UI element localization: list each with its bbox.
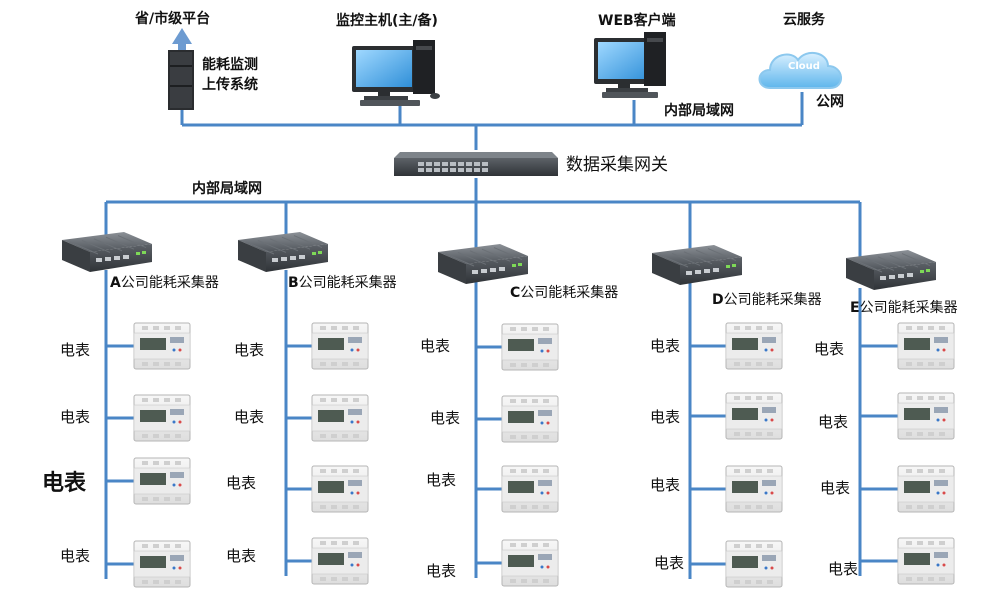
lan-main-label: 内部局域网 xyxy=(192,181,262,197)
cloud-icon xyxy=(758,51,842,89)
collector-device-icon xyxy=(652,245,742,285)
monitor-host-label: 监控主机(主/备) xyxy=(336,13,438,29)
collector-text: 公司能耗采集器 xyxy=(723,292,822,308)
web-client-computer-icon xyxy=(594,32,666,98)
collector-prefix: A xyxy=(110,275,121,291)
meter-label: 电表 xyxy=(226,474,257,492)
meter-label: 电表 xyxy=(820,479,851,497)
electric-meter-icon xyxy=(897,322,955,370)
meter-label: 电表 xyxy=(234,408,265,426)
meter-label: 电表 xyxy=(650,408,681,426)
collector-device-icon xyxy=(62,232,152,272)
collector-label-b: B公司能耗采集器 xyxy=(288,276,397,290)
electric-meter-icon xyxy=(133,394,191,442)
meter-label: 电表 xyxy=(426,562,457,580)
collector-device-icon xyxy=(438,244,528,284)
collector-column-b xyxy=(238,232,369,585)
electric-meter-icon xyxy=(897,465,955,513)
meter-label: 电表 xyxy=(234,341,265,359)
collector-device-icon xyxy=(846,250,936,290)
electric-meter-icon xyxy=(133,540,191,588)
cloud-service-label: 云服务 xyxy=(783,12,825,28)
electric-meter-icon xyxy=(133,322,191,370)
meter-label: 电表 xyxy=(60,547,91,565)
meter-label: 电表 xyxy=(60,408,91,426)
electric-meter-icon xyxy=(501,539,559,587)
meter-label: 电表 xyxy=(430,409,461,427)
lan-top-label: 内部局域网 xyxy=(664,103,734,119)
electric-meter-icon xyxy=(311,465,369,513)
electric-meter-icon xyxy=(311,537,369,585)
collector-column-c xyxy=(438,244,559,587)
web-client-label: WEB客户端 xyxy=(598,13,676,29)
collector-label-e: E公司能耗采集器 xyxy=(850,301,958,315)
collector-text: 公司能耗采集器 xyxy=(520,285,619,301)
electric-meter-icon xyxy=(311,394,369,442)
meter-label: 电表 xyxy=(42,471,87,496)
collector-column-e xyxy=(846,250,955,585)
electric-meter-icon xyxy=(897,537,955,585)
electric-meter-icon xyxy=(725,465,783,513)
upload-system-label-line2: 上传系统 xyxy=(202,77,258,93)
collector-label-a: A公司能耗采集器 xyxy=(110,276,219,290)
electric-meter-icon xyxy=(311,322,369,370)
meter-label: 电表 xyxy=(426,471,457,489)
meter-label: 电表 xyxy=(420,337,451,355)
collector-text: 公司能耗采集器 xyxy=(120,275,219,291)
electric-meter-icon xyxy=(725,392,783,440)
electric-meter-icon xyxy=(501,323,559,371)
collector-column-d xyxy=(652,245,783,588)
provincial-platform-label: 省/市级平台 xyxy=(135,11,211,27)
meter-label: 电表 xyxy=(818,413,849,431)
electric-meter-icon xyxy=(897,392,955,440)
collector-column-a xyxy=(62,232,191,588)
electric-meter-icon xyxy=(133,457,191,505)
upload-system-label-line1: 能耗监测 xyxy=(202,57,258,73)
collector-text: 公司能耗采集器 xyxy=(298,275,397,291)
upload-server-icon xyxy=(168,50,194,110)
collector-label-d: D公司能耗采集器 xyxy=(712,293,822,307)
electric-meter-icon xyxy=(725,540,783,588)
gateway-label: 数据采集网关 xyxy=(566,155,668,175)
meter-label: 电表 xyxy=(226,547,257,565)
cloud-icon-text: Cloud xyxy=(788,61,820,72)
electric-meter-icon xyxy=(501,465,559,513)
top-network-lines xyxy=(104,92,862,258)
collector-device-icon xyxy=(238,232,328,272)
collector-prefix: B xyxy=(288,275,299,291)
collector-prefix: C xyxy=(510,285,521,301)
collector-text: 公司能耗采集器 xyxy=(859,300,958,316)
meter-label: 电表 xyxy=(650,476,681,494)
gateway-switch-icon xyxy=(394,152,558,176)
meter-label: 电表 xyxy=(828,560,859,578)
collector-prefix: E xyxy=(850,300,860,316)
electric-meter-icon xyxy=(501,395,559,443)
collector-label-c: C公司能耗采集器 xyxy=(510,286,618,300)
monitor-host-computer-icon xyxy=(352,40,440,106)
electric-meter-icon xyxy=(725,322,783,370)
meter-label: 电表 xyxy=(814,340,845,358)
meter-label: 电表 xyxy=(654,554,685,572)
public-net-label: 公网 xyxy=(816,94,844,110)
upload-arrow-icon xyxy=(172,28,192,54)
collector-prefix: D xyxy=(712,292,724,308)
meter-label: 电表 xyxy=(60,341,91,359)
meter-label: 电表 xyxy=(650,337,681,355)
